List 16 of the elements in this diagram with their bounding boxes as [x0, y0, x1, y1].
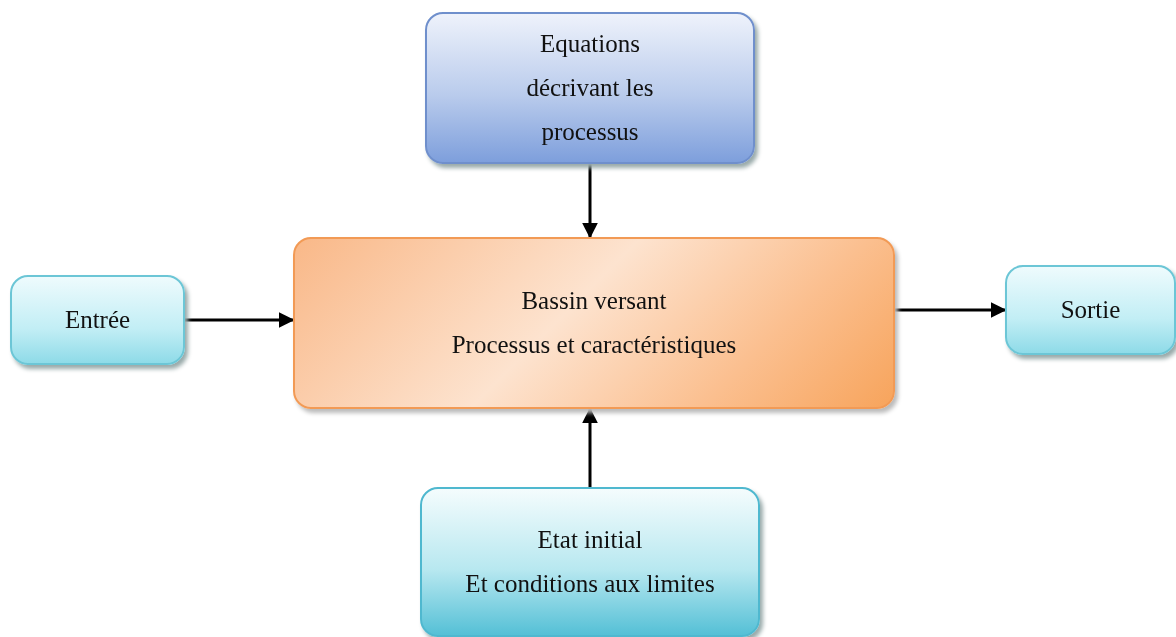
box-text: Sortie: [1060, 295, 1121, 326]
box-text: Et conditions aux limites: [465, 569, 715, 599]
arrow: [895, 302, 1007, 318]
process-box: [1005, 265, 1176, 355]
process-box: [293, 237, 895, 409]
box-text: Bassin versant: [521, 286, 667, 317]
box-text: Etat initial: [537, 525, 643, 556]
box-text: Equations décrivant les processus: [525, 29, 655, 147]
box-text: Processus et caractéristiques: [451, 330, 737, 360]
arrow: [582, 407, 598, 487]
process-box: [420, 487, 760, 637]
box-text: Entrée: [64, 305, 131, 336]
arrow: [185, 312, 295, 328]
arrow: [582, 164, 598, 239]
process-box: [10, 275, 185, 365]
process-box: [425, 12, 755, 164]
